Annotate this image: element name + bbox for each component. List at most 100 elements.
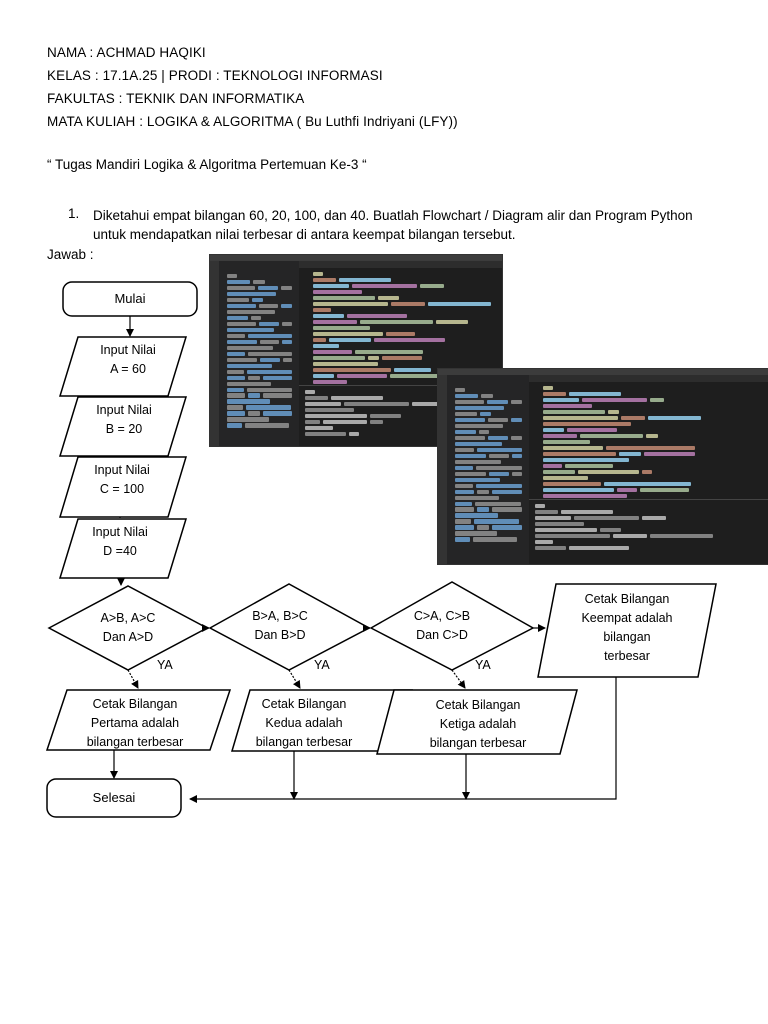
code-line bbox=[313, 295, 502, 301]
code-line bbox=[227, 393, 295, 399]
code-line bbox=[543, 415, 768, 421]
code-line bbox=[313, 355, 502, 361]
code-line bbox=[455, 489, 525, 495]
code-line bbox=[455, 387, 525, 393]
code-line bbox=[313, 367, 502, 373]
code-line bbox=[455, 477, 525, 483]
code-line bbox=[227, 381, 295, 387]
code-line bbox=[543, 445, 768, 451]
code-line bbox=[227, 285, 295, 291]
code-line bbox=[313, 361, 502, 367]
code-line bbox=[313, 343, 502, 349]
code-line bbox=[543, 409, 768, 415]
code-line bbox=[227, 411, 295, 417]
input-b-shape bbox=[58, 396, 188, 457]
code-line bbox=[455, 417, 525, 423]
code-line bbox=[455, 525, 525, 531]
code-line bbox=[455, 465, 525, 471]
code-line bbox=[227, 351, 295, 357]
code-line bbox=[227, 333, 295, 339]
code-line bbox=[543, 457, 768, 463]
code-line bbox=[535, 515, 765, 521]
faculty: FAKULTAS : TEKNIK DAN INFORMATIKA bbox=[47, 91, 305, 106]
code-line bbox=[455, 495, 525, 501]
code-line bbox=[227, 375, 295, 381]
code-line bbox=[535, 521, 765, 527]
code-line bbox=[543, 487, 768, 493]
code-line bbox=[455, 531, 525, 537]
start-label: Mulai bbox=[114, 291, 146, 306]
code-line bbox=[455, 483, 525, 489]
code-line bbox=[455, 435, 525, 441]
code-line bbox=[455, 399, 525, 405]
code-line bbox=[543, 475, 768, 481]
code-line bbox=[455, 423, 525, 429]
code-line bbox=[543, 403, 768, 409]
code-line bbox=[227, 273, 295, 279]
code-line bbox=[455, 471, 525, 477]
code-line bbox=[227, 387, 295, 393]
code-line bbox=[455, 459, 525, 465]
output-last-shape bbox=[537, 583, 717, 678]
code-line bbox=[313, 325, 502, 331]
code-line bbox=[313, 331, 502, 337]
output-3-shape bbox=[376, 689, 578, 755]
code-line bbox=[305, 401, 496, 407]
code-line bbox=[455, 429, 525, 435]
yes-label-1: YA bbox=[157, 658, 173, 672]
code-line bbox=[227, 303, 295, 309]
code-line bbox=[543, 469, 768, 475]
yes-label-3: YA bbox=[475, 658, 491, 672]
output-1-shape bbox=[45, 689, 232, 751]
code-line bbox=[313, 283, 502, 289]
code-line bbox=[227, 315, 295, 321]
code-line bbox=[305, 413, 496, 419]
code-line bbox=[305, 431, 496, 437]
student-name: NAMA : ACHMAD HAQIKI bbox=[47, 45, 206, 60]
code-line bbox=[313, 289, 502, 295]
code-line bbox=[313, 379, 502, 385]
code-line bbox=[543, 433, 768, 439]
code-line bbox=[305, 389, 496, 395]
student-class: KELAS : 17.1A.25 | PRODI : TEKNOLOGI INF… bbox=[47, 68, 383, 83]
code-line bbox=[313, 373, 502, 379]
code-line bbox=[543, 385, 768, 391]
code-line bbox=[313, 307, 502, 313]
input-d-shape bbox=[58, 518, 188, 579]
code-line bbox=[455, 537, 525, 543]
code-line bbox=[227, 417, 295, 423]
code-line bbox=[227, 309, 295, 315]
code-line bbox=[535, 527, 765, 533]
code-line bbox=[227, 279, 295, 285]
code-line bbox=[535, 545, 765, 551]
code-line bbox=[305, 407, 496, 413]
code-line bbox=[535, 533, 765, 539]
code-line bbox=[455, 441, 525, 447]
code-line bbox=[543, 463, 768, 469]
code-line bbox=[313, 319, 502, 325]
code-line bbox=[227, 339, 295, 345]
code-line bbox=[455, 513, 525, 519]
code-line bbox=[455, 405, 525, 411]
code-line bbox=[543, 427, 768, 433]
code-line bbox=[313, 301, 502, 307]
course: MATA KULIAH : LOGIKA & ALGORITMA ( Bu Lu… bbox=[47, 114, 458, 129]
code-line bbox=[543, 493, 768, 499]
code-line bbox=[455, 507, 525, 513]
code-line bbox=[455, 393, 525, 399]
code-line bbox=[543, 421, 768, 427]
code-line bbox=[535, 539, 765, 545]
end-terminal bbox=[46, 778, 182, 818]
input-a-shape bbox=[58, 336, 188, 397]
